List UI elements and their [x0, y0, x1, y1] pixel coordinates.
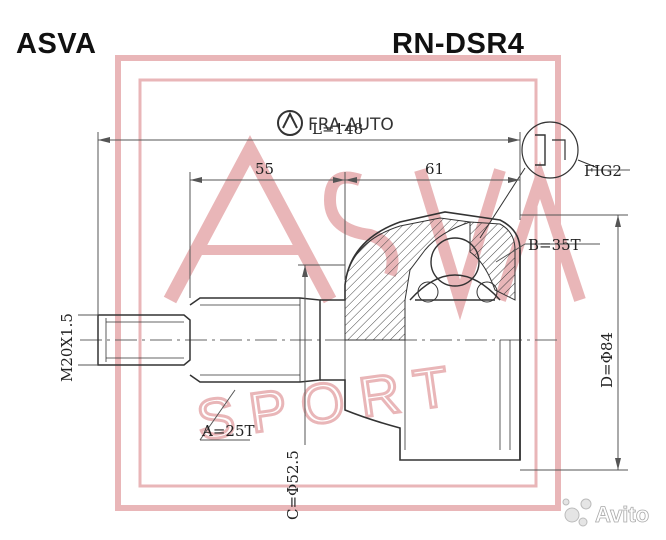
dim-thread: M20X1.5: [58, 313, 76, 382]
fra-auto-watermark: FRA-AUTO: [277, 110, 394, 136]
dim-diameter-c: C=Φ52.5: [284, 450, 302, 520]
outer-housing: [320, 211, 521, 461]
brand-title: ASVA: [16, 28, 97, 60]
dim-overall-length: L=148: [312, 120, 363, 138]
fig2-label: FIG2: [584, 162, 622, 180]
dim-diameter-d: D=Φ84: [598, 332, 616, 388]
avito-badge: Avito: [562, 498, 650, 527]
avito-dots-icon: [564, 507, 580, 523]
spline-shaft: [189, 297, 321, 383]
housing-section-hatch-right: [469, 221, 516, 301]
avito-text: Avito: [595, 502, 649, 527]
part-number: RN-DSR4: [392, 28, 525, 60]
dim-spline-b: B=35T: [528, 236, 581, 254]
fra-auto-text: FRA-AUTO: [308, 115, 394, 135]
inner-race: [409, 237, 501, 303]
dim-housing-length: 61: [425, 160, 444, 178]
dim-spline-a: A=25T: [201, 422, 255, 440]
fra-auto-logo-icon: [277, 110, 303, 136]
dim-shaft-length: 55: [255, 160, 274, 178]
dimension-lines: [78, 132, 630, 471]
